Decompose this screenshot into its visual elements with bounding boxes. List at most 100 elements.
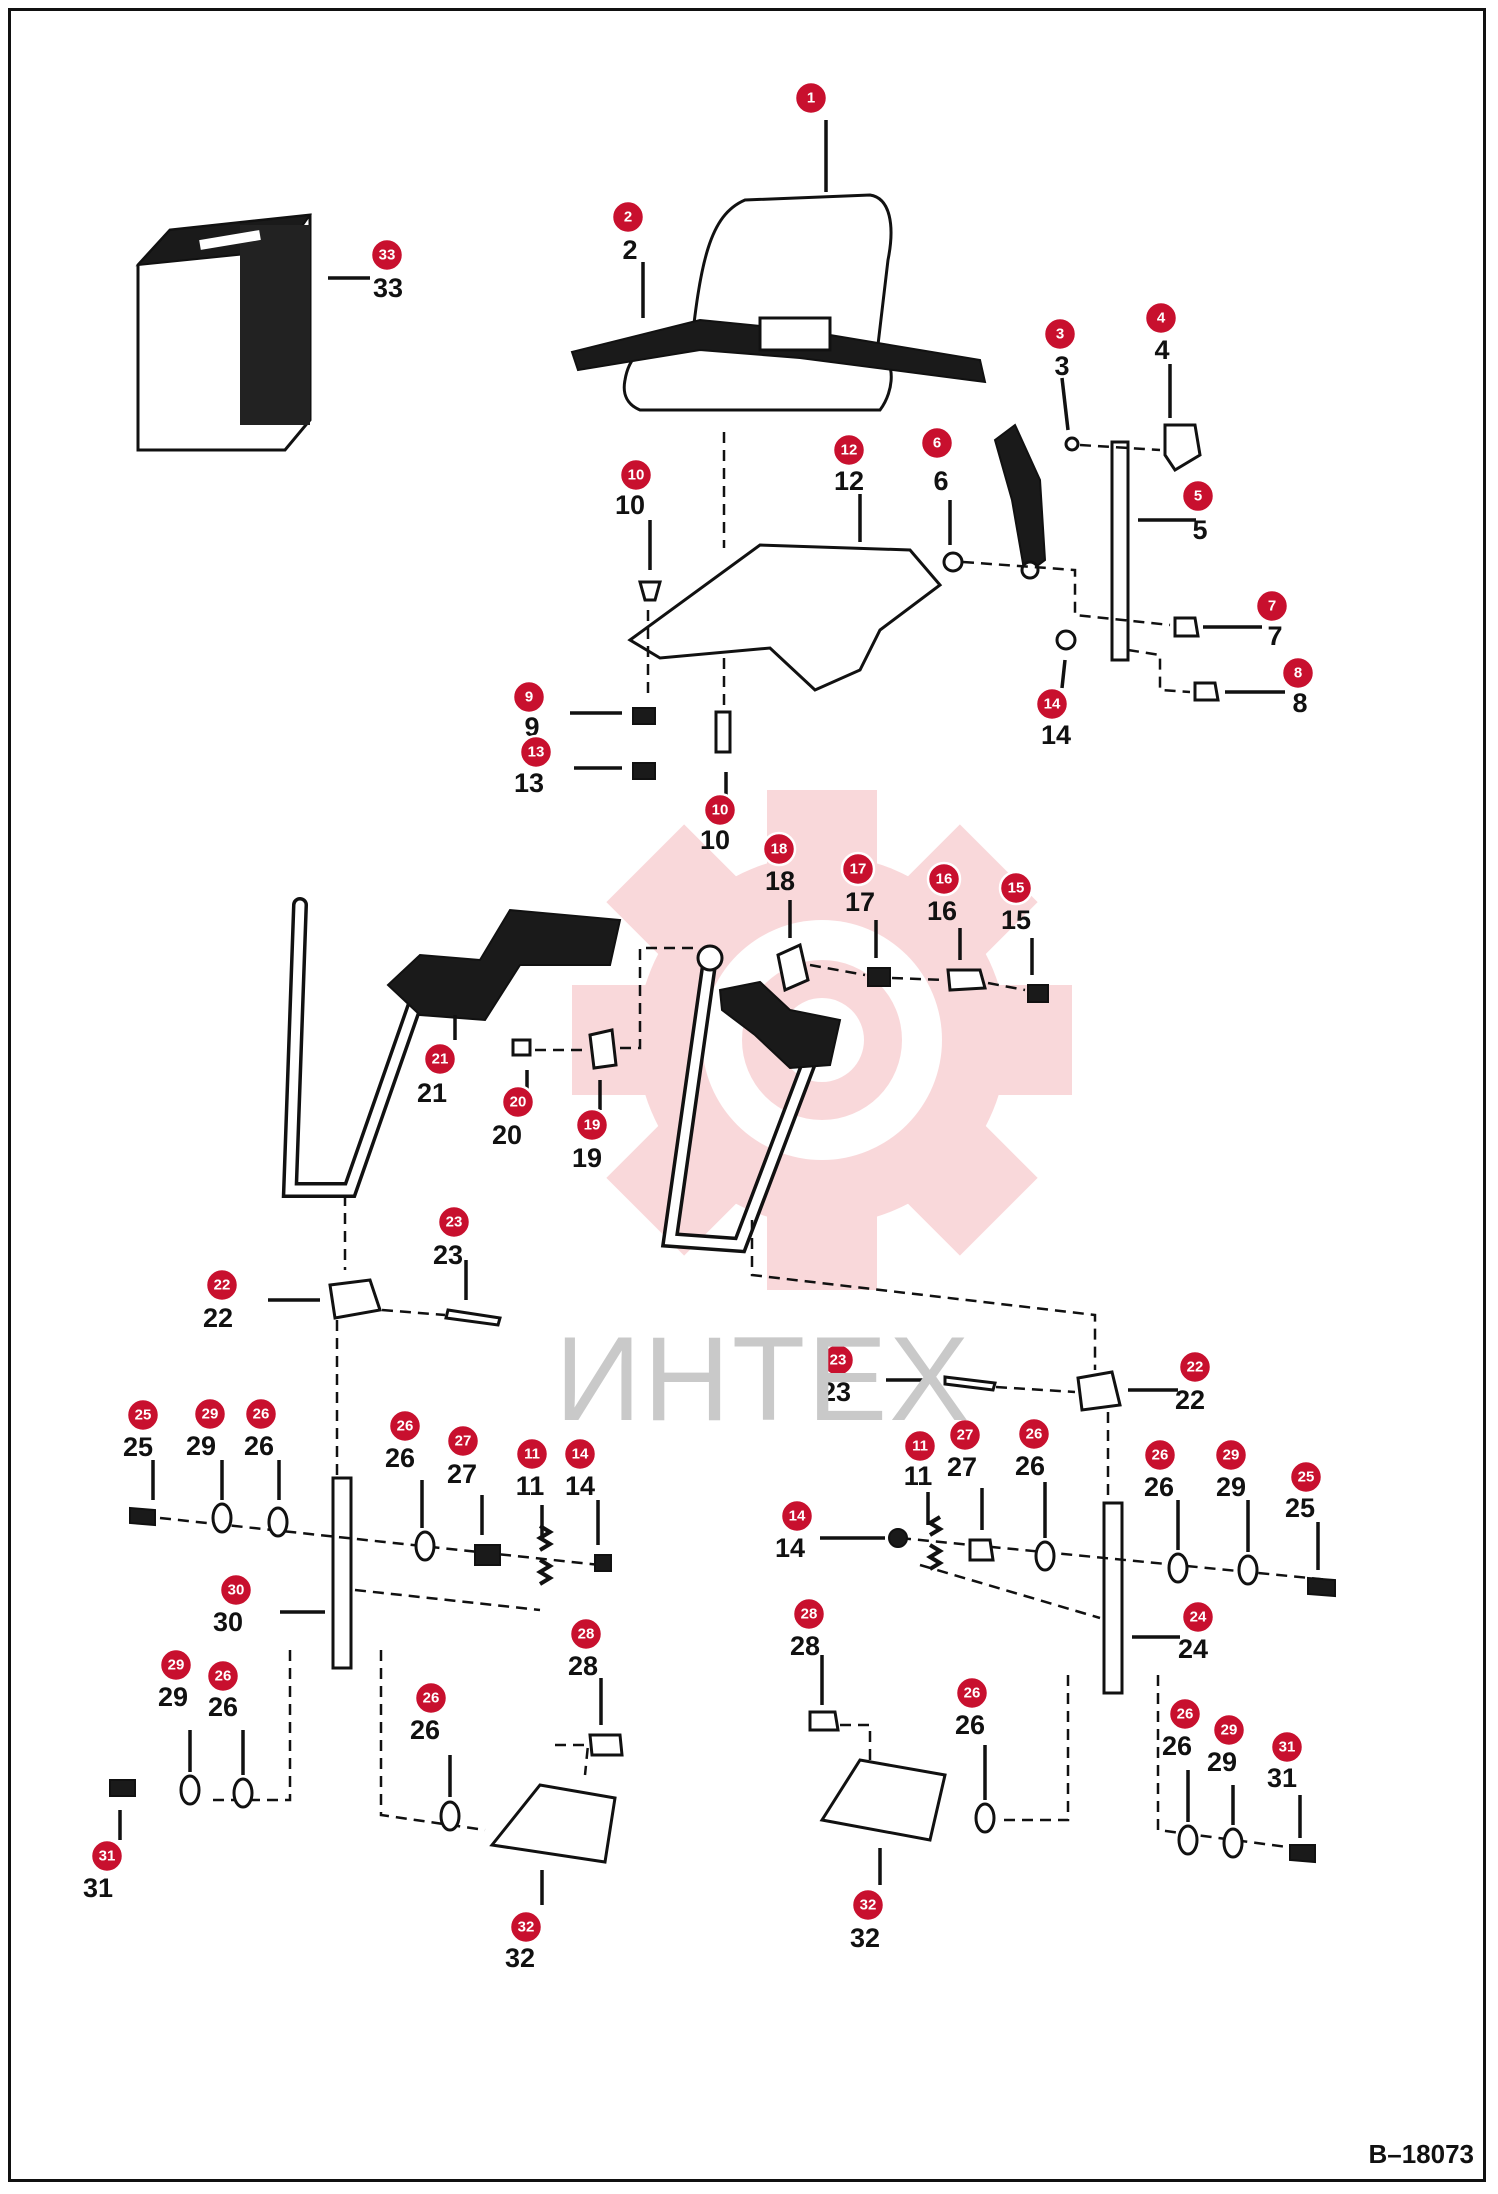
callout-marker[interactable] [1042, 316, 1078, 352]
part-callout-29[interactable]: 29 [192, 1396, 228, 1432]
callout-marker[interactable] [369, 237, 405, 273]
part-callout-31[interactable]: 31 [89, 1838, 125, 1874]
callout-marker[interactable] [500, 1084, 536, 1120]
part-callout-33[interactable]: 33 [369, 237, 405, 273]
callout-marker[interactable] [413, 1680, 449, 1716]
part-callout-26[interactable]: 26 [243, 1396, 279, 1432]
part-callout-2[interactable]: 2 [610, 199, 646, 235]
callout-marker[interactable] [125, 1397, 161, 1433]
callout-marker[interactable] [850, 1887, 886, 1923]
callout-marker[interactable] [436, 1204, 472, 1240]
callout-marker[interactable] [998, 870, 1034, 906]
part-callout-26[interactable]: 26 [387, 1408, 423, 1444]
part-callout-20[interactable]: 20 [500, 1084, 536, 1120]
callout-marker[interactable] [205, 1658, 241, 1694]
part-callout-32[interactable]: 32 [508, 1909, 544, 1945]
callout-marker[interactable] [422, 1041, 458, 1077]
callout-marker[interactable] [1180, 478, 1216, 514]
callout-marker[interactable] [192, 1396, 228, 1432]
callout-marker[interactable] [574, 1107, 610, 1143]
part-callout-30[interactable]: 30 [218, 1572, 254, 1608]
callout-marker[interactable] [1213, 1437, 1249, 1473]
part-callout-29[interactable]: 29 [1213, 1437, 1249, 1473]
callout-marker[interactable] [1254, 588, 1290, 624]
callout-marker[interactable] [820, 1342, 856, 1378]
callout-marker[interactable] [1142, 1437, 1178, 1473]
callout-marker[interactable] [508, 1909, 544, 1945]
callout-marker[interactable] [243, 1396, 279, 1432]
part-callout-14[interactable]: 14 [779, 1498, 815, 1534]
callout-marker[interactable] [902, 1428, 938, 1464]
part-callout-22[interactable]: 22 [1177, 1349, 1213, 1385]
part-callout-26[interactable]: 26 [413, 1680, 449, 1716]
part-callout-31[interactable]: 31 [1269, 1729, 1305, 1765]
callout-marker[interactable] [1280, 655, 1316, 691]
part-callout-10[interactable]: 10 [702, 792, 738, 828]
part-callout-22[interactable]: 22 [204, 1267, 240, 1303]
callout-marker[interactable] [840, 851, 876, 887]
part-callout-3[interactable]: 3 [1042, 316, 1078, 352]
part-callout-14[interactable]: 14 [1034, 686, 1070, 722]
callout-marker[interactable] [1288, 1459, 1324, 1495]
callout-marker[interactable] [1143, 300, 1179, 336]
part-callout-17[interactable]: 17 [840, 851, 876, 887]
part-callout-26[interactable]: 26 [1016, 1416, 1052, 1452]
callout-marker[interactable] [568, 1616, 604, 1652]
callout-marker[interactable] [1269, 1729, 1305, 1765]
part-callout-16[interactable]: 16 [926, 861, 962, 897]
part-callout-24[interactable]: 24 [1180, 1599, 1216, 1635]
callout-marker[interactable] [1180, 1599, 1216, 1635]
part-callout-18[interactable]: 18 [761, 831, 797, 867]
callout-marker[interactable] [954, 1675, 990, 1711]
callout-marker[interactable] [562, 1436, 598, 1472]
callout-marker[interactable] [445, 1423, 481, 1459]
callout-marker[interactable] [793, 80, 829, 116]
callout-marker[interactable] [158, 1647, 194, 1683]
callout-marker[interactable] [926, 861, 962, 897]
part-callout-1[interactable]: 1 [793, 80, 829, 116]
part-callout-26[interactable]: 26 [205, 1658, 241, 1694]
callout-marker[interactable] [919, 425, 955, 461]
callout-marker[interactable] [514, 1436, 550, 1472]
callout-marker[interactable] [204, 1267, 240, 1303]
callout-marker[interactable] [518, 734, 554, 770]
callout-marker[interactable] [610, 199, 646, 235]
callout-marker[interactable] [511, 679, 547, 715]
part-callout-5[interactable]: 5 [1180, 478, 1216, 514]
part-callout-13[interactable]: 13 [518, 734, 554, 770]
part-callout-27[interactable]: 27 [445, 1423, 481, 1459]
part-callout-23[interactable]: 23 [820, 1342, 856, 1378]
part-callout-11[interactable]: 11 [902, 1428, 938, 1464]
callout-marker[interactable] [1177, 1349, 1213, 1385]
callout-marker[interactable] [387, 1408, 423, 1444]
callout-marker[interactable] [618, 457, 654, 493]
part-callout-7[interactable]: 7 [1254, 588, 1290, 624]
part-callout-25[interactable]: 25 [1288, 1459, 1324, 1495]
callout-marker[interactable] [779, 1498, 815, 1534]
callout-marker[interactable] [1211, 1712, 1247, 1748]
callout-marker[interactable] [831, 432, 867, 468]
callout-marker[interactable] [1016, 1416, 1052, 1452]
callout-marker[interactable] [1034, 686, 1070, 722]
part-callout-6[interactable]: 6 [919, 425, 955, 461]
callout-marker[interactable] [1167, 1696, 1203, 1732]
part-callout-26[interactable]: 26 [954, 1675, 990, 1711]
part-callout-26[interactable]: 26 [1167, 1696, 1203, 1732]
part-callout-29[interactable]: 29 [158, 1647, 194, 1683]
part-callout-27[interactable]: 27 [947, 1417, 983, 1453]
part-callout-11[interactable]: 11 [514, 1436, 550, 1472]
part-callout-8[interactable]: 8 [1280, 655, 1316, 691]
part-callout-12[interactable]: 12 [831, 432, 867, 468]
part-callout-4[interactable]: 4 [1143, 300, 1179, 336]
part-callout-23[interactable]: 23 [436, 1204, 472, 1240]
part-callout-32[interactable]: 32 [850, 1887, 886, 1923]
callout-marker[interactable] [761, 831, 797, 867]
part-callout-19[interactable]: 19 [574, 1107, 610, 1143]
part-callout-15[interactable]: 15 [998, 870, 1034, 906]
part-callout-29[interactable]: 29 [1211, 1712, 1247, 1748]
callout-marker[interactable] [791, 1596, 827, 1632]
callout-marker[interactable] [218, 1572, 254, 1608]
callout-marker[interactable] [947, 1417, 983, 1453]
part-callout-9[interactable]: 9 [511, 679, 547, 715]
part-callout-10[interactable]: 10 [618, 457, 654, 493]
